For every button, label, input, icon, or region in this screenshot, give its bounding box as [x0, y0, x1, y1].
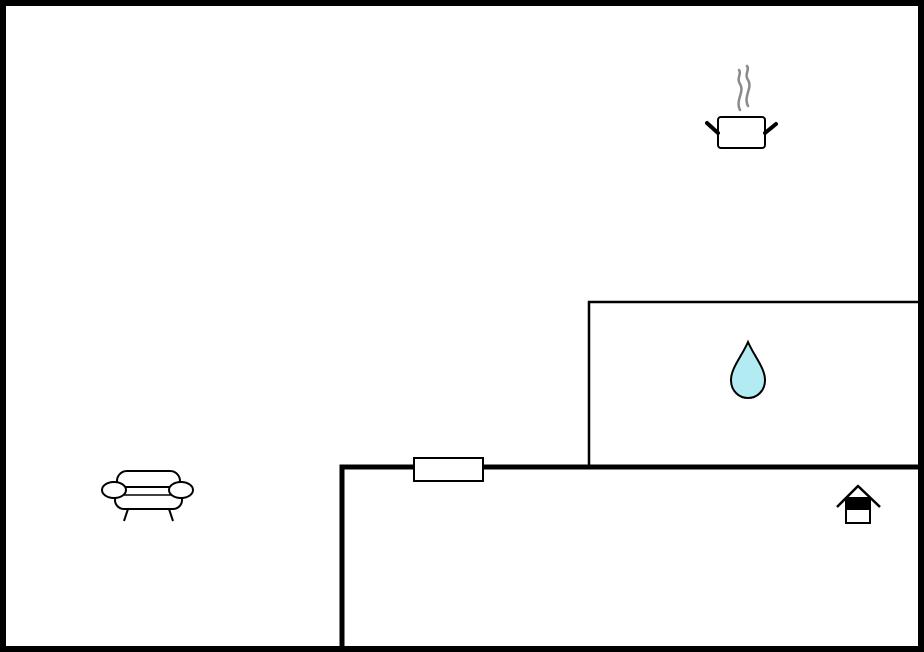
entrance-house-icon	[836, 484, 881, 524]
water-drop-icon	[729, 339, 767, 400]
sofa-icon	[101, 470, 194, 522]
bathroom-partition	[587, 300, 921, 467]
interior-wall-lower	[339, 464, 921, 652]
window-icon	[413, 457, 484, 482]
cooking-pot-icon	[705, 64, 778, 149]
interior-walls	[339, 300, 921, 652]
